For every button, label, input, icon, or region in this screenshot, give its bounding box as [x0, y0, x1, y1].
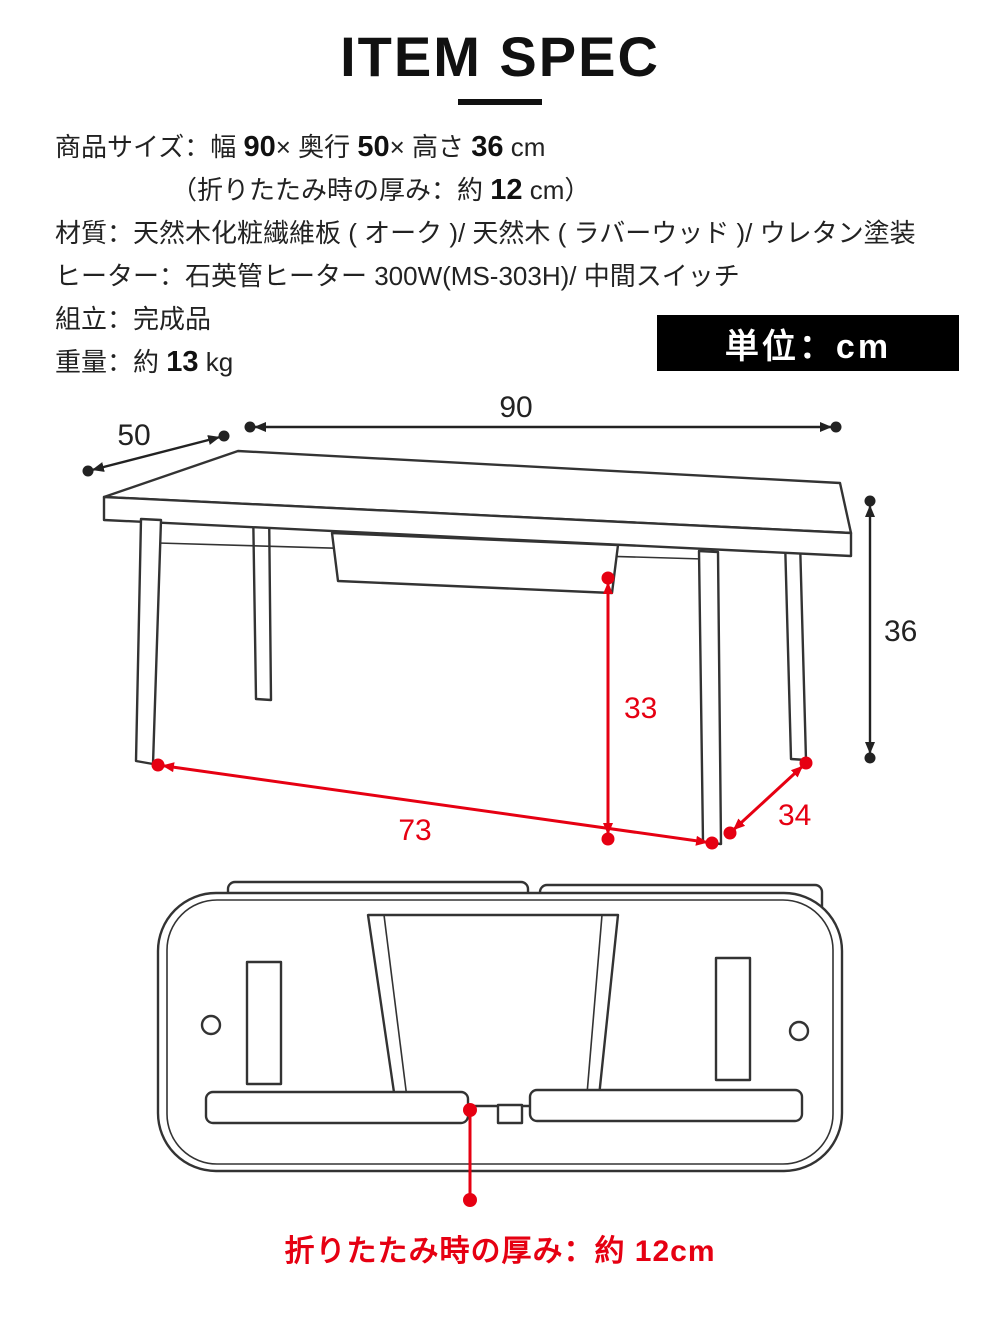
- table-perspective-diagram: 90 50 36 33 73 34: [82, 393, 917, 850]
- spec-material-line: 材質：天然木化粧繊維板 ( オーク )/ 天然木 ( ラバーウッド )/ ウレタ…: [55, 218, 916, 248]
- dim-depth-dot-right: [218, 430, 230, 442]
- folded-side-tab-left: [245, 960, 283, 1086]
- table-leg-front-right: [697, 549, 723, 846]
- dim-leg-depth-dot-right: [799, 756, 813, 770]
- table-leg-front-left: [134, 517, 163, 766]
- table-top-edge: [102, 495, 853, 558]
- folded-top-inner-outline: [166, 899, 834, 1165]
- folded-leg-bar-bottom-right: [528, 1088, 804, 1123]
- spec-size-pre: 商品サイズ：幅: [55, 132, 244, 162]
- dim-width-dot-right: [830, 421, 842, 433]
- dim-depth-dot-left: [82, 465, 94, 477]
- title-underline: [458, 99, 542, 105]
- spec-weight-value: 13: [166, 346, 199, 378]
- spec-size-sep2: × 高さ: [389, 132, 472, 162]
- screw-hole-right: [788, 1020, 810, 1042]
- folded-frame-trapezoid: [366, 913, 620, 1108]
- folded-leg-bar-bottom-left: [204, 1090, 470, 1125]
- screw-hole-left: [200, 1014, 222, 1036]
- spec-weight-line: 重量：約 13 kg: [55, 341, 916, 384]
- table-leg-back-left: [251, 501, 273, 702]
- spec-size-width: 90: [243, 131, 276, 163]
- spec-size-height: 36: [471, 131, 504, 163]
- title-block: ITEM SPEC: [0, 24, 1000, 105]
- dim-leg-depth-line: [728, 761, 808, 835]
- dim-inner-height-dot-bottom: [601, 832, 615, 846]
- dim-leg-span-dot-left: [151, 758, 165, 772]
- dim-leg-span-line: [157, 762, 713, 846]
- page-title: ITEM SPEC: [340, 25, 660, 88]
- dim-folded-thickness-dot-bottom: [463, 1193, 477, 1207]
- spec-weight-pre: 重量：約: [55, 347, 167, 377]
- dim-depth-line: [87, 434, 225, 473]
- table-drawer: [330, 531, 620, 595]
- spec-size-line: 商品サイズ：幅 90× 奥行 50× 高さ 36 cm: [55, 126, 916, 169]
- spec-folded-post: cm）: [522, 175, 591, 205]
- dim-leg-span-label: 73: [398, 814, 431, 847]
- dim-leg-span-dot-right: [705, 836, 719, 850]
- folded-frame-line-left: [383, 914, 409, 1107]
- spec-list: 商品サイズ：幅 90× 奥行 50× 高さ 36 cm （折りたたみ時の厚み：約…: [55, 126, 916, 384]
- spec-weight-post: kg: [198, 347, 234, 377]
- dim-folded-thickness-dot-top: [463, 1103, 477, 1117]
- spec-assembly-line: 組立：完成品: [55, 304, 212, 334]
- table-folded-diagram: [156, 880, 844, 1207]
- spec-folded-value: 12: [490, 174, 523, 206]
- dim-leg-depth-label: 34: [778, 799, 811, 832]
- folded-caption: 折りたたみ時の厚み：約 12cm: [284, 1235, 716, 1268]
- dim-leg-depth-dot-left: [723, 826, 737, 840]
- spec-heater-line: ヒーター：石英管ヒーター 300W(MS-303H)/ 中間スイッチ: [55, 261, 740, 291]
- dim-height-label: 36: [884, 615, 917, 648]
- spec-size-unit: cm: [503, 132, 546, 162]
- dim-height-dot-bottom: [864, 752, 876, 764]
- spec-size-sep1: × 奥行: [275, 132, 358, 162]
- dim-inner-height-label: 33: [624, 692, 657, 725]
- dim-height-dot-top: [864, 495, 876, 507]
- spec-folded-pre: （折りたたみ時の厚み：約: [171, 175, 491, 205]
- folded-latch-notch: [496, 1103, 524, 1125]
- folded-frame-line-right: [585, 914, 603, 1107]
- dim-inner-height-dot-top: [601, 571, 615, 585]
- unit-badge-label: 単位：cm: [724, 327, 892, 366]
- folded-side-tab-right: [714, 956, 752, 1082]
- unit-badge: 単位：cm: [657, 315, 959, 371]
- spec-size-depth: 50: [357, 131, 390, 163]
- spec-folded-line: （折りたたみ時の厚み：約 12 cm）: [171, 169, 916, 212]
- dim-depth-label: 50: [117, 419, 150, 452]
- dim-width-label: 90: [499, 393, 532, 424]
- dim-width-dot-left: [244, 421, 256, 433]
